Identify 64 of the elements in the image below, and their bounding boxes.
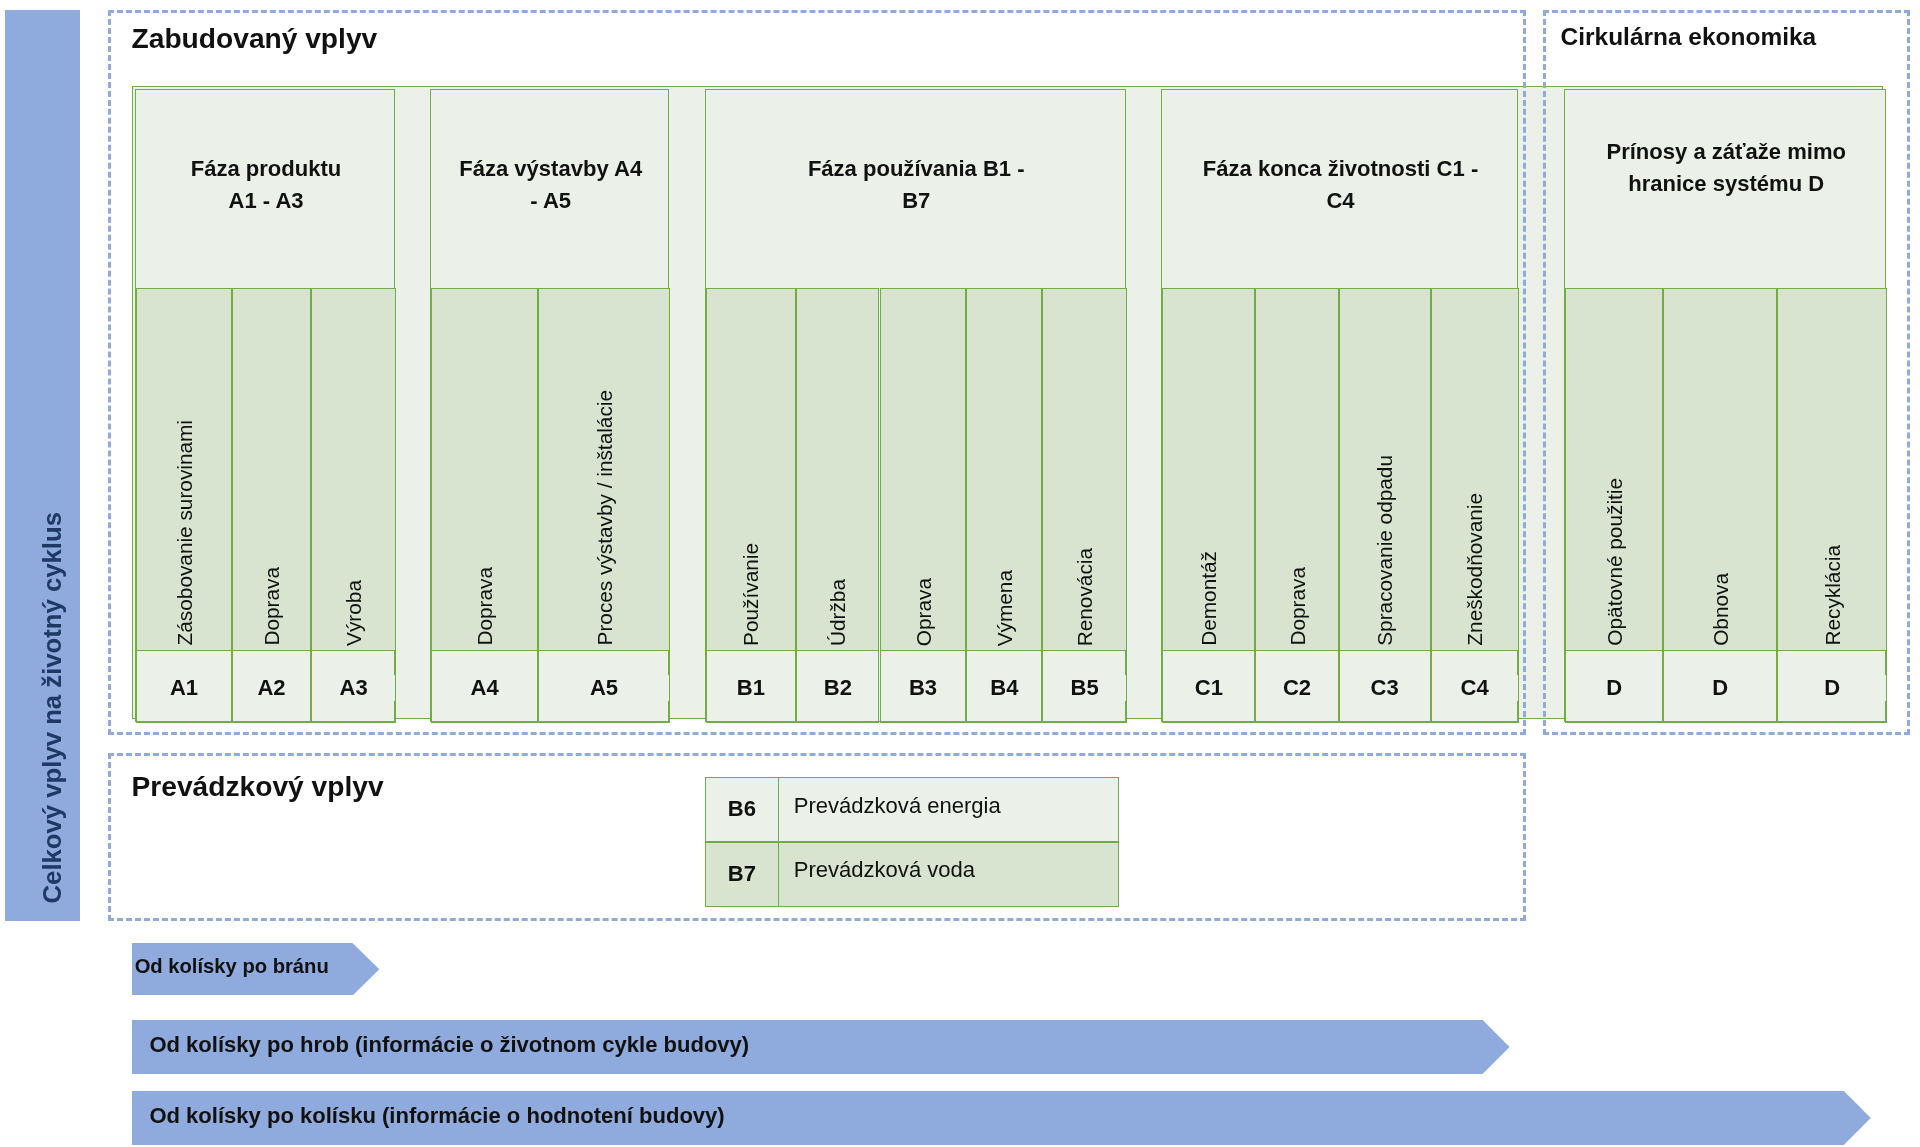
stage-table <box>1161 88 1518 722</box>
module-code: B7 <box>705 842 780 906</box>
module-column <box>1663 288 1778 723</box>
module-column <box>1162 288 1256 723</box>
module-code: B6 <box>705 777 780 841</box>
section-title: Zabudovaný vplyv <box>131 22 378 55</box>
module-column <box>1430 288 1519 723</box>
module-name: Recyklácia <box>1819 545 1845 646</box>
module-column <box>1338 288 1431 723</box>
bar-title: Celkový vplyv na životný cyklus <box>37 512 68 904</box>
stage-heading: Fáza konca životnosti C1 - C4 <box>1201 155 1480 216</box>
dashed-boundary <box>107 9 1526 735</box>
module-column <box>705 288 797 723</box>
module-column <box>537 288 671 723</box>
section-title: Prevádzkový vplyv <box>131 770 384 803</box>
dashed-boundary <box>107 753 1526 921</box>
module-name: Obnova <box>1707 573 1733 646</box>
module-name: Výroba <box>341 579 367 646</box>
stage-heading: Fáza produktu A1 - A3 <box>189 155 343 216</box>
module-name: Zneškodňovanie <box>1462 493 1488 646</box>
module-column <box>1565 288 1664 723</box>
stage-table <box>135 88 395 722</box>
module-name: Výmena <box>991 569 1017 646</box>
stage-table <box>704 88 1126 722</box>
module-name: Spracovanie odpadu <box>1372 455 1398 646</box>
module-name: Doprava <box>259 567 285 646</box>
module-name: Údržba <box>825 578 851 646</box>
section-title: Cirkulárna ekonomika <box>1560 22 1817 51</box>
table-row <box>704 776 1119 842</box>
stage-table <box>1564 88 1887 722</box>
module-column <box>1777 288 1888 723</box>
band-label: Od kolísky po hrob (informácie o životnom cykle budovy) <box>149 1032 750 1059</box>
module-name: Oprava <box>910 577 936 646</box>
scope-band <box>132 942 380 996</box>
module-name: Renovácia <box>1072 547 1098 646</box>
module-name: Zásobovanie surovinami <box>171 420 197 646</box>
stage-table <box>430 88 670 722</box>
module-name: Demontáž <box>1196 551 1222 646</box>
module-name: Doprava <box>1284 567 1310 646</box>
side-bar <box>4 9 80 921</box>
module-name: Doprava <box>472 567 498 646</box>
scope-band <box>132 1091 1871 1145</box>
band-label: Od kolísky po kolísku (informácie o hodnotení budovy) <box>149 1103 725 1130</box>
module-column <box>796 288 880 723</box>
dashed-boundary <box>1542 9 1911 735</box>
module-column <box>231 288 312 723</box>
module-name: Prevádzková energia <box>793 792 1001 819</box>
module-name: Proces výstavby / inštalácie <box>591 390 617 646</box>
module-column <box>136 288 232 723</box>
module-column <box>311 288 396 723</box>
module-name: Prevádzková voda <box>793 857 976 884</box>
band-label: Od kolísky po bránu <box>134 955 329 979</box>
stage-heading: Prínosy a záťaže mimo hranice systému D <box>1605 138 1847 199</box>
module-column <box>1042 288 1127 723</box>
module-column <box>966 288 1043 723</box>
module-column <box>431 288 538 723</box>
module-column <box>879 288 967 723</box>
stage-heading: Fáza používania B1 - B7 <box>806 155 1026 216</box>
module-name: Používanie <box>738 542 764 646</box>
module-column <box>1255 288 1339 723</box>
stage-heading: Fáza výstavby A4 - A5 <box>458 155 643 216</box>
scope-band <box>132 1020 1510 1074</box>
module-name: Opätovné použitie <box>1601 478 1627 646</box>
table-row <box>704 841 1119 907</box>
